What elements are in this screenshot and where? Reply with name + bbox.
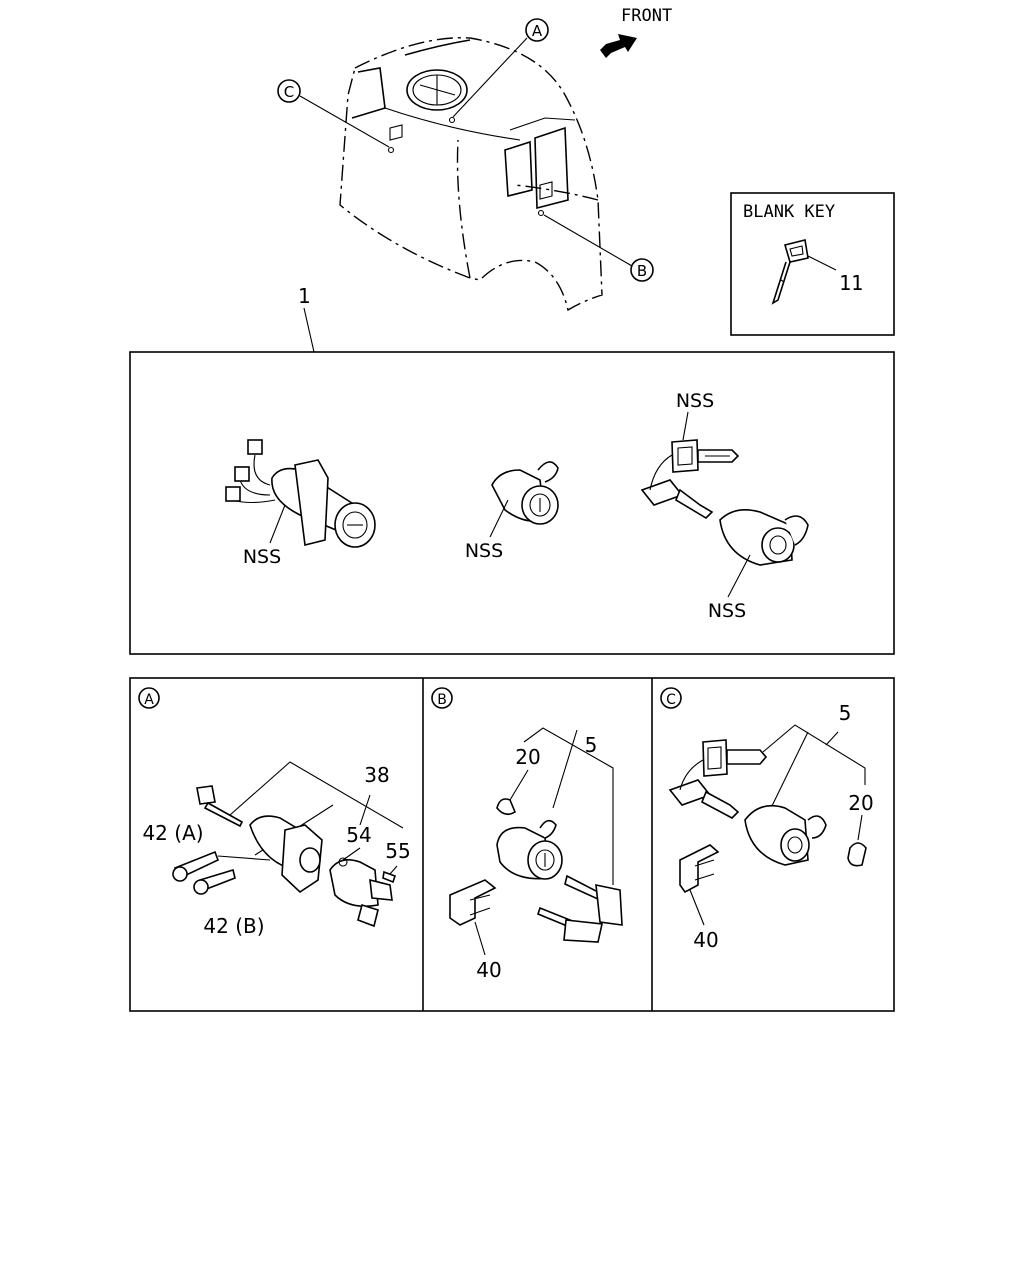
key-set-illustration bbox=[640, 439, 809, 566]
assembly-box bbox=[129, 351, 895, 655]
panel-b-label-20: 20 bbox=[515, 745, 540, 769]
front-arrow-icon bbox=[600, 34, 637, 58]
svg-text:A: A bbox=[144, 692, 154, 708]
panel-a-label-54: 54 bbox=[346, 823, 371, 847]
blank-key-box: BLANK KEY 11 bbox=[730, 192, 895, 336]
panel-a-label-42b: 42 (B) bbox=[203, 914, 264, 938]
callout-b[interactable]: B bbox=[630, 258, 654, 282]
panel-b: B 5 20 40 bbox=[431, 687, 623, 982]
blank-key-icon bbox=[771, 239, 809, 305]
panel-b-label-5: 5 bbox=[585, 733, 598, 757]
panel-a-label-42a: 42 (A) bbox=[142, 821, 203, 845]
nss-label-3: NSS bbox=[676, 390, 714, 412]
door-lock-illustration bbox=[491, 461, 559, 525]
nss-label-2: NSS bbox=[465, 540, 503, 562]
panel-a-label-55: 55 bbox=[385, 839, 410, 863]
part-11-label: 11 bbox=[839, 271, 863, 295]
nss-label-4: NSS bbox=[708, 600, 746, 622]
svg-text:C: C bbox=[666, 692, 676, 708]
panel-a-badge: A bbox=[138, 687, 160, 709]
panel-b-label-40: 40 bbox=[476, 958, 501, 982]
detail-panels-frame bbox=[129, 677, 895, 1012]
nss-label-1: NSS bbox=[243, 546, 281, 568]
panel-c: C 5 20 40 bbox=[660, 687, 874, 952]
cab-illustration bbox=[299, 37, 633, 312]
assembly-leader bbox=[303, 307, 315, 353]
panel-b-badge: B bbox=[431, 687, 453, 709]
callout-c[interactable]: C bbox=[277, 79, 301, 103]
nss-leader-3 bbox=[682, 411, 689, 441]
svg-text:C: C bbox=[284, 83, 294, 101]
callout-a[interactable]: A bbox=[525, 18, 549, 42]
nss-leader-4 bbox=[727, 554, 751, 598]
svg-text:B: B bbox=[637, 262, 647, 280]
front-label: FRONT bbox=[621, 6, 672, 26]
nss-leader-2 bbox=[489, 499, 509, 538]
svg-text:A: A bbox=[532, 22, 543, 40]
ignition-switch-illustration bbox=[225, 439, 376, 548]
panel-c-label-40: 40 bbox=[693, 928, 718, 952]
nss-leader-1 bbox=[269, 504, 286, 544]
panel-c-label-20: 20 bbox=[848, 791, 873, 815]
panel-c-badge: C bbox=[660, 687, 682, 709]
blank-key-title: BLANK KEY bbox=[743, 202, 835, 222]
assembly-ref-1: 1 bbox=[298, 284, 311, 308]
svg-text:B: B bbox=[437, 692, 447, 708]
panel-a: A 38 42 (A) 42 (B) 54 55 bbox=[138, 687, 411, 938]
panel-c-label-5: 5 bbox=[839, 701, 852, 725]
panel-a-label-38: 38 bbox=[364, 763, 389, 787]
